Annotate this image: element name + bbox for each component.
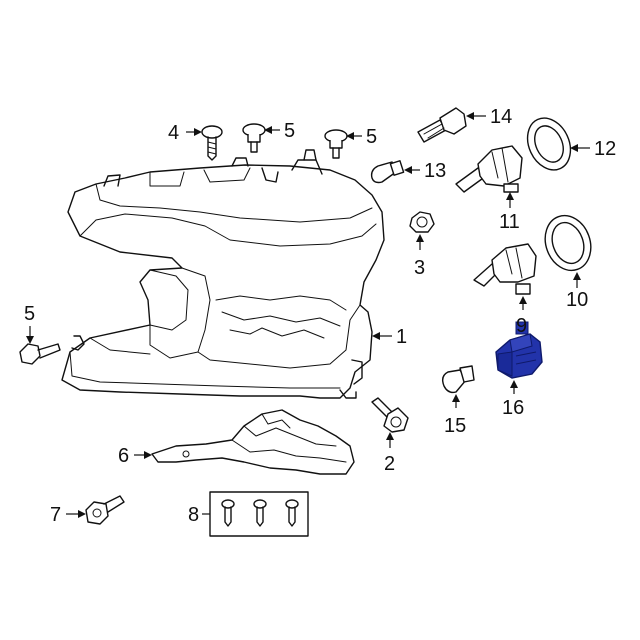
headlamp-assembly[interactable] [61, 149, 385, 399]
screw-8a [221, 499, 235, 527]
bolt-5-top-middle[interactable] [242, 123, 266, 153]
bulb-9[interactable] [473, 243, 537, 295]
bulb-14[interactable] [417, 107, 467, 143]
callout-13: 13 [424, 160, 446, 182]
bolt-5-left[interactable] [19, 343, 61, 365]
nut-3[interactable] [409, 211, 435, 233]
screw-8c [285, 499, 299, 527]
bulb-15[interactable] [441, 365, 475, 394]
callout-12: 12 [594, 138, 616, 160]
callout-10: 10 [566, 289, 588, 311]
bulb-13[interactable] [370, 160, 405, 184]
callout-labels: 1 2 3 4 5 5 5 6 7 8 9 10 11 12 13 14 15 … [24, 106, 616, 526]
screw-8b [253, 499, 267, 527]
screw-set-8[interactable] [209, 491, 309, 537]
callout-4: 4 [168, 122, 179, 144]
callout-7: 7 [50, 504, 61, 526]
callout-11: 11 [499, 211, 520, 233]
callout-16: 16 [502, 397, 524, 419]
callout-15: 15 [444, 415, 466, 437]
bolt-7[interactable] [85, 495, 125, 525]
bulb-11[interactable] [455, 145, 523, 193]
leader-lines [26, 112, 590, 518]
callout-3: 3 [414, 257, 425, 279]
callout-14: 14 [490, 106, 512, 128]
callout-6: 6 [118, 445, 129, 467]
seal-ring-10[interactable] [538, 209, 598, 277]
screw-2[interactable] [371, 397, 409, 433]
seal-ring-12[interactable] [519, 111, 578, 177]
bracket-6[interactable] [151, 409, 355, 475]
socket-16-highlighted[interactable] [495, 321, 543, 379]
callout-5-top-right: 5 [366, 126, 377, 148]
callout-5-top-middle: 5 [284, 120, 295, 142]
callout-9: 9 [516, 315, 527, 337]
screw-4[interactable] [201, 125, 223, 161]
callout-8: 8 [188, 504, 199, 526]
bolt-5-top-right[interactable] [324, 129, 348, 159]
callout-1: 1 [396, 326, 407, 348]
callout-5-left: 5 [24, 303, 35, 325]
callout-2: 2 [384, 453, 395, 475]
